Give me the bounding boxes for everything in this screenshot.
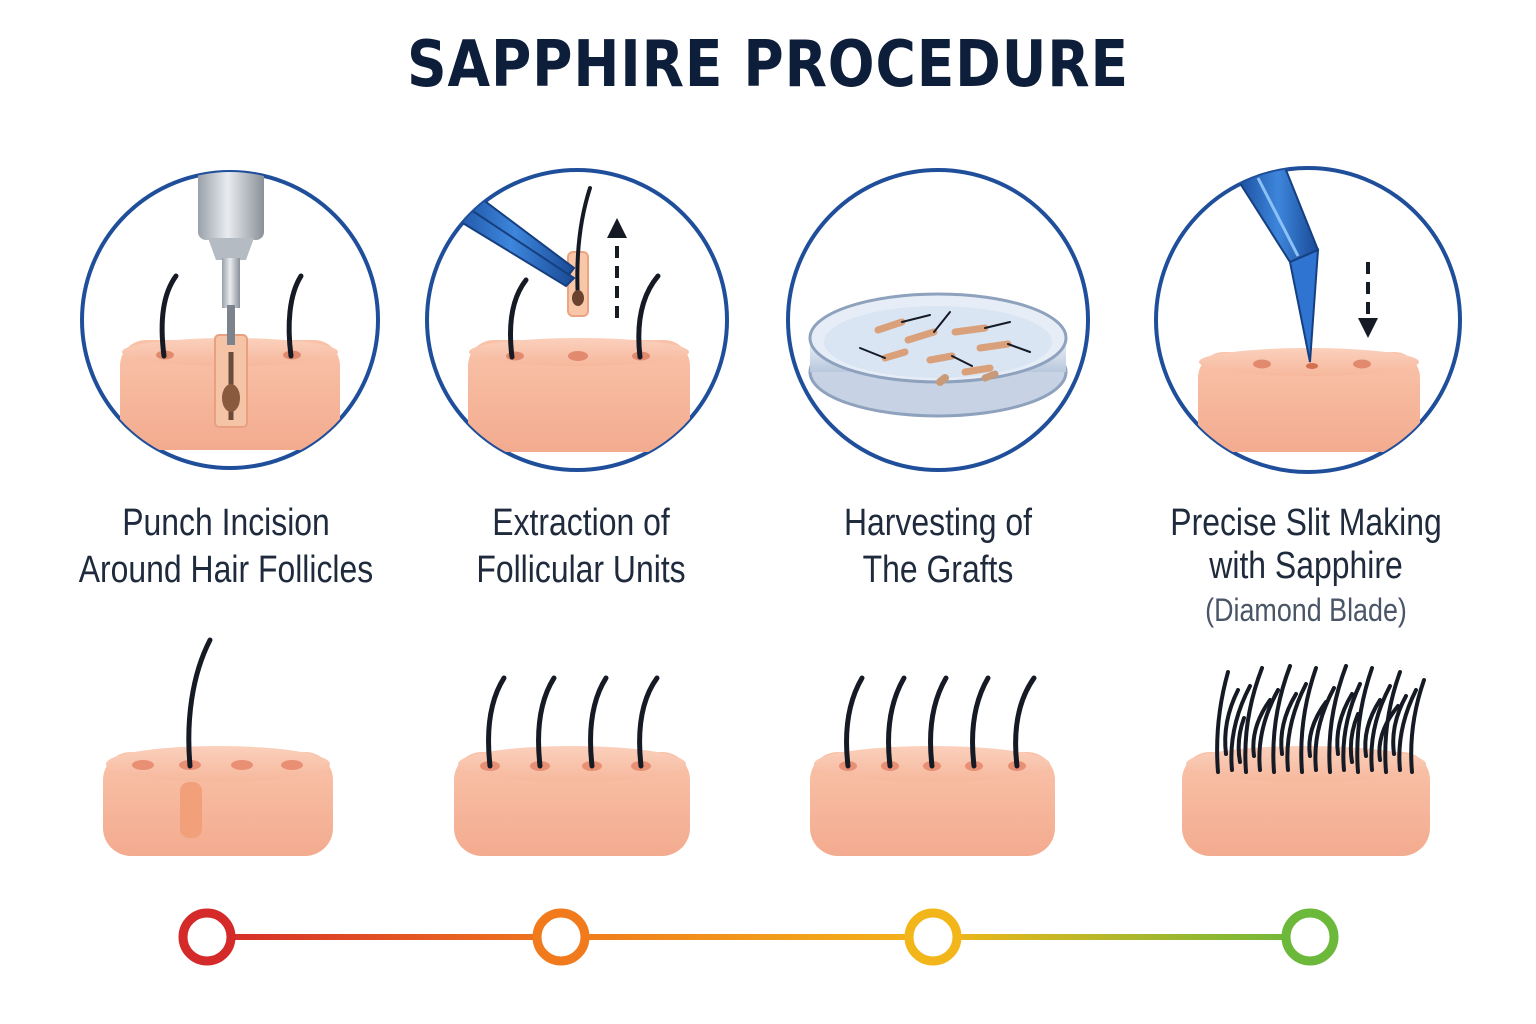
follicle-pore <box>132 760 154 770</box>
hair-strand <box>186 637 213 769</box>
hair-strand <box>1348 712 1360 764</box>
step-1-illustration <box>80 170 380 470</box>
step-4-label: Precise Slit Making with Sapphire (Diamo… <box>1155 500 1457 630</box>
sapphire-blade-icon <box>1198 168 1420 452</box>
follicle-pore <box>231 760 253 770</box>
hair-strand <box>637 675 660 769</box>
hair-strand <box>1397 688 1418 772</box>
step-3-illustration <box>786 168 1090 472</box>
hair-strand <box>928 675 949 769</box>
hair-strand <box>536 675 557 769</box>
hair-strand <box>1341 682 1362 772</box>
follicle-pore <box>1306 363 1318 369</box>
hair-strand <box>1355 666 1374 774</box>
hair-strand <box>1215 670 1230 774</box>
step-3-label-line-1: Harvesting of <box>843 502 1033 544</box>
hair-strand <box>970 675 991 769</box>
page-title: SAPPHIRE PROCEDURE <box>407 28 1129 102</box>
hair-strand <box>1257 688 1280 772</box>
step-4-label-line-1: Precise Slit Making <box>1170 502 1442 544</box>
hair-strand <box>1313 686 1336 772</box>
hair-strand <box>1271 664 1292 774</box>
step-2-label: Extraction of Follicular Units <box>430 500 732 594</box>
step-1-label-line-1: Punch Incision <box>122 502 330 544</box>
hair-strand <box>1299 666 1318 774</box>
follicle-pore <box>1353 359 1371 369</box>
hair-strand <box>508 277 529 360</box>
step-2-label-line-1: Extraction of <box>492 502 670 544</box>
timeline <box>178 908 1339 966</box>
step-1-label: Punch Incision Around Hair Follicles <box>75 500 377 594</box>
hair-strand <box>588 675 609 769</box>
hair-strand <box>159 273 179 359</box>
hair-strand <box>1279 692 1298 756</box>
hair-strand <box>636 273 661 360</box>
follicle-pore <box>281 760 303 770</box>
hair-strand <box>1243 666 1264 774</box>
hair-strand <box>286 273 304 359</box>
hair-strand <box>1327 664 1348 774</box>
step-3-label-line-2: The Grafts <box>862 549 1014 591</box>
step-4-label-line-2: with Sapphire <box>1209 545 1403 587</box>
hair-strand <box>1251 698 1272 758</box>
hair-strand <box>1229 684 1252 772</box>
dense-hair-group <box>1215 664 1426 774</box>
skin-five-hairs-icon <box>810 675 1055 856</box>
hair-strand <box>1307 700 1328 758</box>
hair-strand <box>844 675 865 769</box>
hair-strand <box>1409 678 1426 774</box>
timeline-node-2 <box>532 908 590 966</box>
grafts <box>859 311 1031 386</box>
timeline-node-1 <box>178 908 236 966</box>
timeline-node-4 <box>1281 908 1339 966</box>
follicle-pore <box>1253 359 1271 369</box>
hair-strand <box>1377 704 1400 762</box>
hair-strand <box>1223 688 1240 756</box>
petri-dish-grafts-icon <box>808 292 1068 418</box>
hair-strand <box>886 675 907 769</box>
timeline-line <box>207 934 1310 940</box>
step-4-sublabel: (Diamond Blade) <box>1205 592 1407 628</box>
skin-single-hair-icon <box>103 637 333 856</box>
skin-dense-hair-icon <box>1182 664 1430 856</box>
step-2-label-line-2: Follicular Units <box>476 549 686 591</box>
step-3-label: Harvesting of The Grafts <box>787 500 1089 594</box>
step-2-illustration <box>425 168 729 472</box>
hair-strand <box>1391 694 1408 756</box>
follicle-pore <box>506 351 524 361</box>
follicle-pore <box>568 351 588 361</box>
punch-tool-body <box>198 172 264 240</box>
skin-block <box>1198 352 1420 452</box>
skin-four-hairs-icon <box>454 675 690 856</box>
hair-strand <box>1369 684 1392 772</box>
step-4-illustration <box>1154 166 1462 474</box>
timeline-node-3 <box>904 908 962 966</box>
hair-strand <box>1335 692 1354 756</box>
step-1-label-line-2: Around Hair Follicles <box>78 549 374 591</box>
hair-strand <box>1285 682 1308 772</box>
hair-strand <box>1013 675 1037 769</box>
hair-strand <box>1363 698 1382 758</box>
hair-strand <box>486 675 507 769</box>
skin-block <box>468 340 690 452</box>
incision-channel <box>180 782 202 838</box>
hair-strand <box>1236 716 1246 764</box>
